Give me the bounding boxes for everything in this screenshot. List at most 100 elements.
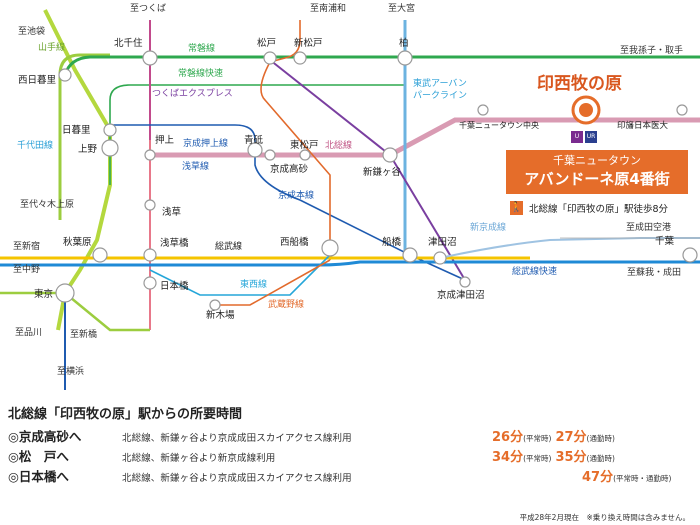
label-shin-kamagaya: 新鎌ヶ谷 [363, 166, 402, 178]
row-note-commute: (通勤時) [586, 454, 615, 463]
row-route: 北総線、新鎌ヶ谷より京成成田スカイアクセス線利用 [122, 473, 352, 484]
label-asakusa: 浅草 [162, 206, 181, 218]
banner-title: アバンドーネ原4番街 [524, 170, 670, 188]
footnote: 平成28年2月現在 ※乗り換え時間は含みません。 [519, 513, 690, 522]
label-nippori: 日暮里 [62, 124, 91, 136]
line-label-tsukuba-ex: つくばエクスプレス [152, 88, 233, 99]
label-asakusabashi: 浅草橋 [160, 237, 189, 249]
station-matsudo[interactable] [263, 51, 277, 65]
station-oshiage[interactable] [144, 149, 156, 161]
line-label-joban-rapid: 常磐線快速 [178, 67, 223, 79]
line-label-joban: 常磐線 [188, 42, 215, 54]
sobu-rapid-line [0, 260, 700, 267]
station-inzai-makinohara-dot [579, 103, 593, 117]
label-akihabara: 秋葉原 [63, 236, 92, 248]
keisei-main-line [110, 124, 466, 281]
station-inba-nichiidai[interactable] [676, 104, 688, 116]
row-time-normal: 34分 [492, 450, 524, 465]
table-row: ◎日本橋へ 北総線、新鎌ヶ谷より京成成田スカイアクセス線利用 47分 (平常時・… [8, 466, 692, 486]
line-label-tozai: 東西線 [240, 278, 267, 290]
label-chiba-nt-chuo: 千葉ニュータウン中央 [459, 120, 539, 130]
label-funabashi: 船橋 [382, 236, 402, 248]
label-nishinippori: 西日暮里 [18, 74, 56, 86]
dest-tsukuba: 至つくば [130, 3, 166, 14]
dest-abiko-toride: 至我孫子・取手 [620, 44, 683, 56]
station-nishi-funabashi[interactable] [321, 239, 339, 257]
shin-keisei-line-right [439, 237, 700, 259]
label-tsudanuma: 津田沼 [428, 237, 457, 248]
station-kashiwa[interactable] [397, 50, 413, 66]
table-row: ◎京成高砂へ 北総線、新鎌ヶ谷より京成成田スカイアクセス線利用 26分 (平常時… [8, 426, 692, 446]
row-destination: ◎京成高砂へ [8, 429, 82, 444]
banner-subtitle: 千葉ニュータウン [553, 154, 641, 167]
station-aoto[interactable] [247, 142, 263, 158]
station-ueno[interactable] [101, 139, 119, 157]
dest-omiya: 至大宮 [388, 2, 415, 14]
line-label-asakusa: 浅草線 [182, 160, 209, 172]
joban-line [63, 55, 700, 76]
musashino-line-lower [210, 259, 331, 306]
label-aoto: 青砥 [244, 134, 264, 146]
row-time-normal: 26分 [492, 430, 524, 445]
dest-soga-narita: 至蘇我・成田 [627, 266, 681, 278]
row-time-commute: 27分 [555, 430, 587, 445]
station-asakusabashi[interactable] [143, 248, 157, 262]
walk-info: 🚶 北総線「印西牧の原」駅徒歩8分 [510, 201, 668, 215]
ur-badge: U UR [571, 131, 597, 143]
label-ueno: 上野 [78, 144, 98, 155]
row-destination: ◎松 戸へ [8, 449, 69, 464]
station-nihonbashi[interactable] [143, 276, 157, 290]
station-asakusa[interactable] [144, 199, 156, 211]
route-map: 西日暮里 日暮里 上野 北千住 松戸 新松戸 柏 印西牧の原 千葉ニュータウン中… [0, 2, 700, 390]
row-time-normal: 47分 [582, 470, 614, 485]
dest-nakano: 至中野 [13, 263, 40, 275]
dest-yokohama: 至横浜 [57, 365, 84, 377]
badge-left: U [571, 131, 583, 143]
station-nishinippori[interactable] [58, 68, 72, 82]
line-label-chiyoda: 千代田線 [17, 139, 53, 151]
dest-shinagawa: 至品川 [15, 327, 42, 338]
station-kitasenju[interactable] [142, 50, 158, 66]
station-higashi-matsudo[interactable] [299, 149, 311, 161]
label-nihonbashi: 日本橋 [160, 280, 189, 292]
station-nippori[interactable] [103, 123, 117, 137]
station-keisei-takasago[interactable] [264, 149, 276, 161]
label-keisei-takasago: 京成高砂 [270, 163, 309, 175]
label-kashiwa: 柏 [399, 37, 409, 49]
label-keisei-tsudanuma: 京成津田沼 [437, 289, 485, 301]
station-keisei-tsudanuma[interactable] [459, 276, 471, 288]
property-banner: 千葉ニュータウン アバンドーネ原4番街 [506, 150, 688, 194]
table-title: 北総線「印西牧の原」駅からの所要時間 [8, 407, 243, 422]
dest-shinbashi: 至新橋 [70, 328, 97, 340]
row-note-commute: (通勤時) [586, 434, 615, 443]
joban-rapid-line [109, 84, 405, 185]
station-chiba-nt-chuo[interactable] [477, 104, 489, 116]
label-shinkiba: 新木場 [206, 309, 235, 321]
travel-time-table: 北総線「印西牧の原」駅からの所要時間 ◎京成高砂へ 北総線、新鎌ヶ谷より京成成田… [8, 403, 692, 486]
station-tokyo[interactable] [55, 283, 75, 303]
label-matsudo: 松戸 [257, 37, 276, 49]
line-label-musashino: 武蔵野線 [268, 298, 304, 310]
station-shin-kamagaya[interactable] [382, 147, 398, 163]
label-chiba: 千葉 [655, 235, 675, 247]
line-label-shin-keisei: 新京成線 [470, 221, 506, 233]
station-funabashi[interactable] [402, 247, 418, 263]
dest-shinjuku: 至新宿 [13, 240, 40, 252]
station-shinmatsudo[interactable] [293, 51, 307, 65]
badge-right: UR [585, 131, 597, 143]
yamanote-south [0, 291, 150, 332]
row-note-normal: (平常時) [523, 434, 552, 443]
walking-person-icon: 🚶 [510, 201, 523, 215]
station-tsudanuma[interactable] [433, 251, 447, 265]
station-akihabara[interactable] [92, 247, 108, 263]
tozai-line [149, 254, 331, 296]
row-destination: ◎日本橋へ [8, 469, 69, 484]
dest-narita-airport: 至成田空港 [626, 221, 671, 233]
line-label-tobu-urban: 東武アーバンパークライン [413, 77, 467, 101]
label-higashi-matsudo: 東松戸 [290, 139, 319, 151]
station-chiba[interactable] [682, 247, 698, 263]
station-shinkiba[interactable] [209, 299, 221, 311]
row-note-normal: (平常時) [523, 454, 552, 463]
line-label-keisei-oshiage: 京成押上線 [183, 137, 228, 149]
dest-minami-urawa: 至南浦和 [310, 2, 346, 14]
